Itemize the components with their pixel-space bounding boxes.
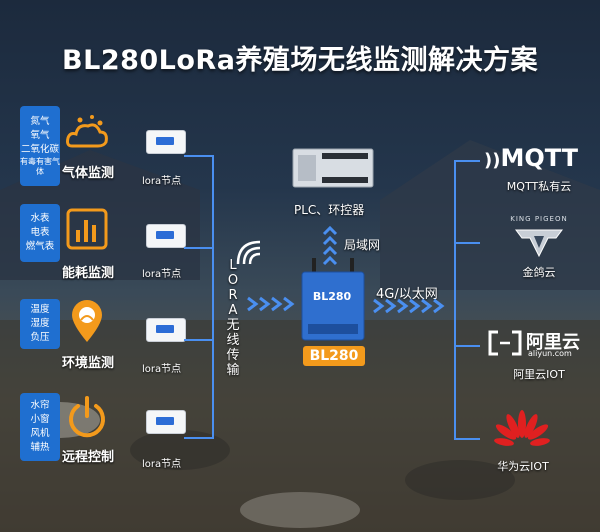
- connector-line: [184, 155, 212, 157]
- bar-chart-icon: [66, 208, 108, 250]
- power-icon: [69, 396, 105, 438]
- aliyun-brand: 阿里云: [526, 332, 580, 353]
- aliyun-logo-icon: [488, 330, 522, 356]
- lan-label: 局域网: [344, 238, 381, 252]
- vertical-bus-line: [454, 160, 456, 440]
- connector-line: [454, 160, 480, 162]
- sensor-label: 二氧化碳: [20, 144, 59, 155]
- sensor-label: 水表: [30, 213, 50, 224]
- sensor-box-control: 水帘 小窗 风机 辅热: [20, 393, 60, 461]
- cloud-label-huawei: 华为云IOT: [497, 460, 549, 473]
- arrow-right-icon: [247, 296, 295, 312]
- cloud-label-mqtt: MQTT私有云: [506, 180, 572, 193]
- connector-line: [184, 437, 212, 439]
- lora-node-label: lora节点: [142, 176, 182, 187]
- sensor-label: 湿度: [30, 318, 50, 329]
- gateway-device-icon: [301, 258, 365, 341]
- sensor-label: 小窗: [30, 414, 50, 425]
- lora-node-device: [146, 318, 186, 342]
- sensor-label: 氮气: [30, 116, 50, 127]
- sensor-label: 燃气表: [25, 241, 55, 252]
- arrow-right-icon: [373, 298, 445, 314]
- connector-line: [184, 247, 212, 249]
- sensor-box-gas: 氮气 氧气 二氧化碳 有毒有害气体: [20, 106, 60, 186]
- connector-line: [454, 438, 480, 440]
- function-label-energy: 能耗监测: [62, 266, 115, 281]
- gas-cloud-icon: [66, 115, 108, 148]
- vertical-bus-line: [212, 155, 214, 439]
- sensor-label: 辅热: [30, 442, 50, 453]
- wireless-signal-icon: [236, 240, 261, 265]
- page-title: BL280LoRa养殖场无线监测解决方案: [62, 45, 538, 76]
- plc-device-icon: [292, 148, 374, 188]
- lora-transmission-label: LORA无线传输: [226, 258, 240, 378]
- arrow-up-icon: [322, 225, 338, 266]
- gateway-label: BL280: [303, 346, 365, 366]
- mqtt-logo: ))MQTT: [484, 144, 594, 172]
- function-label-env: 环境监测: [62, 356, 115, 371]
- huawei-logo-icon: [494, 410, 550, 446]
- sensor-label: 温度: [30, 304, 50, 315]
- sensor-label: 负压: [30, 332, 50, 343]
- lora-node-label: lora节点: [142, 364, 182, 375]
- cloud-label-aliyun: 阿里云IOT: [513, 368, 565, 381]
- plc-label: PLC、环控器: [294, 203, 365, 217]
- lora-node-label: lora节点: [142, 269, 182, 280]
- lora-node-device: [146, 130, 186, 154]
- sensor-label: 电表: [30, 227, 50, 238]
- connector-line: [454, 242, 480, 244]
- connector-line: [454, 345, 480, 347]
- kingpigeon-brand: KING PIGEON: [510, 215, 568, 223]
- sensor-label: 氧气: [30, 130, 50, 141]
- function-label-gas: 气体监测: [62, 166, 115, 181]
- lora-node-device: [146, 410, 186, 434]
- pigeon-logo-icon: [515, 229, 563, 258]
- sensor-label: 有毒有害气体: [20, 157, 60, 176]
- location-pin-icon: [72, 300, 102, 342]
- lora-node-label: lora节点: [142, 459, 182, 470]
- cloud-label-kingpigeon: 金鸽云: [522, 266, 556, 279]
- sensor-label: 水帘: [30, 400, 50, 411]
- wifi-icon: )): [484, 150, 501, 171]
- gateway-device-text: BL280: [312, 290, 352, 303]
- sensor-box-energy: 水表 电表 燃气表: [20, 204, 60, 262]
- uplink-label: 4G/以太网: [376, 287, 438, 302]
- sensor-box-env: 温度 湿度 负压: [20, 299, 60, 349]
- lora-node-device: [146, 224, 186, 248]
- mqtt-brand: MQTT: [500, 144, 579, 172]
- connector-line: [184, 339, 212, 341]
- aliyun-domain: aliyun.com: [528, 349, 572, 358]
- sensor-label: 风机: [30, 428, 50, 439]
- function-label-control: 远程控制: [62, 450, 115, 465]
